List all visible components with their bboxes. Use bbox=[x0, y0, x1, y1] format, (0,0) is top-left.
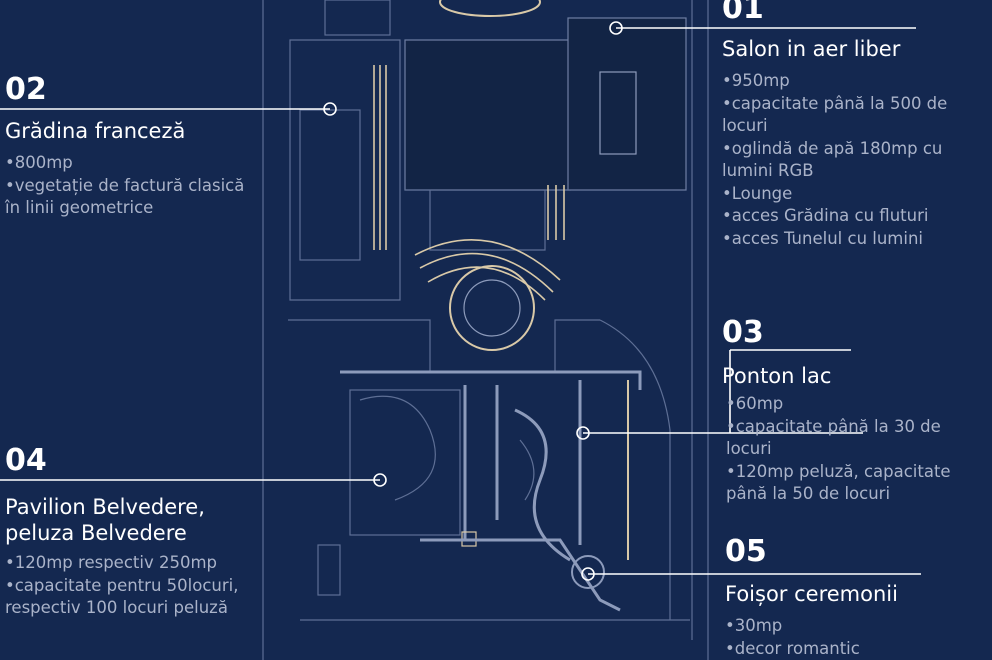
salon-terrace bbox=[405, 189, 570, 251]
marker-03 bbox=[576, 426, 590, 440]
gazebo bbox=[571, 555, 605, 589]
area-05-bullet: decor romantic bbox=[725, 638, 987, 660]
area-01-title: Salon in aer liber bbox=[722, 37, 901, 61]
salon-deck bbox=[567, 17, 687, 191]
curved-path bbox=[599, 319, 671, 620]
area-05-number: 05 bbox=[725, 534, 767, 569]
area-03-bullets: 60mp capacitate până la 30 de locuri 120… bbox=[726, 393, 988, 506]
salon-hall bbox=[404, 39, 571, 191]
area-04-number: 04 bbox=[5, 443, 47, 478]
area-03-number: 03 bbox=[722, 315, 764, 350]
area-01-bullet: acces Tunelul cu lumini bbox=[722, 228, 984, 251]
roundabout-inner bbox=[463, 279, 521, 337]
area-01-number: 01 bbox=[722, 0, 764, 26]
lake-edge bbox=[514, 408, 571, 562]
area-01-bullet: acces Grădina cu fluturi bbox=[722, 205, 984, 228]
area-04-bullet: capacitate pentru 50locuri, respectiv 10… bbox=[5, 575, 250, 620]
area-03-bullet: 60mp bbox=[726, 393, 988, 416]
lower-plaza bbox=[288, 319, 600, 373]
main-walkway bbox=[340, 370, 642, 390]
area-05-title: Foișor ceremonii bbox=[725, 582, 898, 606]
top-fountain bbox=[439, 0, 541, 17]
area-01-bullets: 950mp capacitate până la 500 de locuri o… bbox=[722, 70, 984, 250]
area-02-bullets: 800mp vegetație de factură clasică în li… bbox=[5, 152, 250, 220]
belvedere-lawn bbox=[349, 389, 461, 536]
marker-04 bbox=[373, 473, 387, 487]
marker-02 bbox=[323, 102, 337, 116]
water-mirror bbox=[599, 71, 637, 155]
area-04-bullet: 120mp respectiv 250mp bbox=[5, 552, 250, 575]
callout-lines bbox=[0, 21, 921, 581]
parking-block bbox=[317, 544, 341, 596]
area-03-bullet: 120mp peluză, capacitate până la 50 de l… bbox=[726, 461, 988, 506]
area-01-bullet: Lounge bbox=[722, 183, 984, 206]
area-02-title: Grădina franceză bbox=[5, 119, 186, 143]
marker-01 bbox=[609, 21, 623, 35]
area-04-title: Pavilion Belvedere, peluza Belvedere bbox=[5, 495, 205, 545]
area-03-title: Ponton lac bbox=[722, 364, 832, 388]
area-05-bullet: 30mp bbox=[725, 615, 987, 638]
area-01-bullet: oglindă de apă 180mp cu lumini RGB bbox=[722, 138, 984, 183]
area-04-bullets: 120mp respectiv 250mp capacitate pentru … bbox=[5, 552, 250, 620]
belvedere-path bbox=[359, 395, 436, 501]
top-building bbox=[324, 0, 391, 36]
area-02-bullet: 800mp bbox=[5, 152, 250, 175]
french-garden-bed bbox=[299, 109, 361, 261]
french-garden-outline bbox=[289, 39, 401, 301]
area-01-bullet: 950mp bbox=[722, 70, 984, 93]
area-02-bullet: vegetație de factură clasică în linii ge… bbox=[5, 175, 250, 220]
area-05-bullets: 30mp decor romantic bbox=[725, 615, 987, 660]
area-01-bullet: capacitate până la 500 de locuri bbox=[722, 93, 984, 138]
marker-05 bbox=[581, 567, 595, 581]
lake-inner bbox=[519, 439, 535, 501]
area-03-bullet: capacitate până la 30 de locuri bbox=[726, 416, 988, 461]
roundabout-outer bbox=[449, 265, 535, 351]
area-02-number: 02 bbox=[5, 72, 47, 107]
